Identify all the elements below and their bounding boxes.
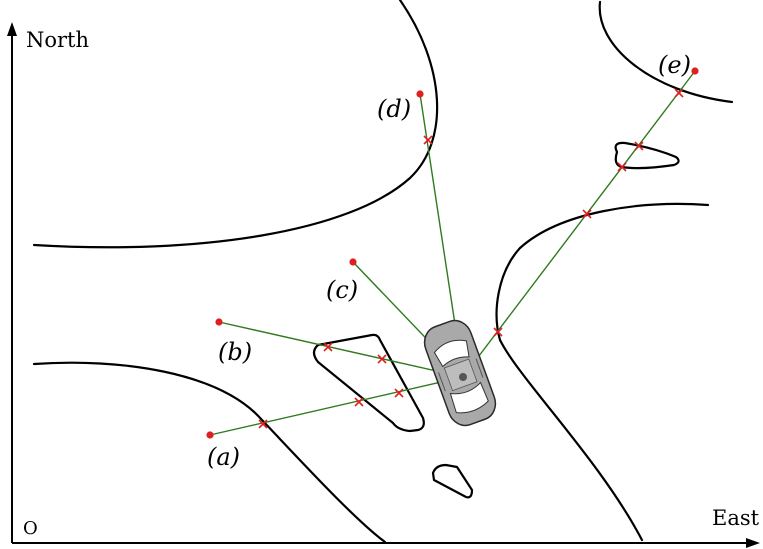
label-b: (b) (218, 338, 252, 366)
intersection-marker (377, 354, 387, 364)
ray-e (462, 70, 696, 378)
intersection-marker (617, 162, 627, 172)
intersection-marker (582, 209, 592, 219)
intersection-marker (354, 397, 364, 407)
origin-label: O (23, 518, 38, 539)
label-a: (a) (207, 443, 240, 471)
point-c (349, 258, 357, 266)
label-e: (e) (658, 51, 691, 79)
road-boundaries (32, 0, 734, 544)
ray-b (218, 321, 464, 378)
car-icon (423, 319, 497, 427)
point-e (691, 67, 699, 75)
intersection-markers (258, 88, 684, 429)
point-a (206, 431, 214, 439)
boundary-top-left-blob (32, 0, 439, 249)
east-label: East (712, 506, 760, 530)
point-d (416, 90, 424, 98)
intersection-marker (423, 135, 433, 145)
boundary-top-right (598, 0, 734, 104)
obstacle-bottom-island (431, 463, 474, 499)
label-c: (c) (326, 276, 358, 304)
boundary-middle-right (495, 202, 710, 542)
north-label: North (26, 28, 89, 52)
label-d: (d) (377, 95, 411, 123)
target-points (206, 67, 699, 439)
intersection-marker (323, 342, 333, 352)
vehicle-center (459, 373, 467, 381)
east-arrow-icon (746, 538, 760, 548)
north-arrow-icon (7, 22, 17, 36)
intersection-marker (258, 419, 268, 429)
obstacle-left-island (312, 333, 425, 433)
intersection-marker (674, 88, 684, 98)
intersection-marker (493, 327, 503, 337)
axes: North East O (7, 22, 760, 548)
intersection-marker (634, 141, 644, 151)
point-b (215, 318, 223, 326)
intersection-marker (394, 388, 404, 398)
ray-a (209, 376, 464, 436)
point-labels: (a) (b) (c) (d) (e) (207, 51, 691, 471)
boundary-lower-left (32, 361, 387, 544)
